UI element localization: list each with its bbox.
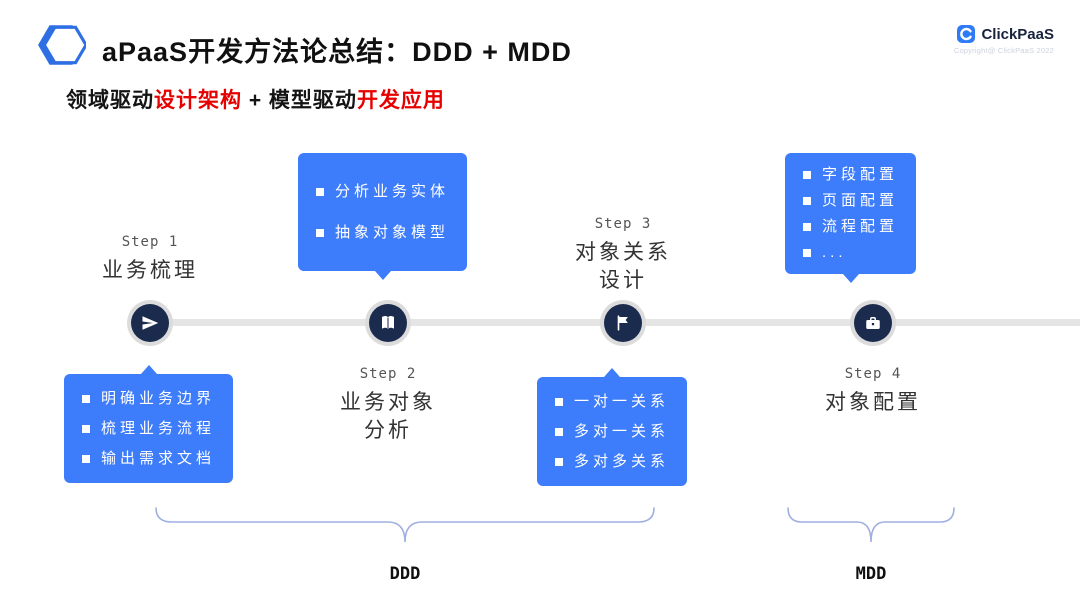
group-label-ddd: DDD bbox=[389, 564, 421, 584]
callout-item-text: 一对一关系 bbox=[574, 393, 670, 410]
subtitle-segment: 领域驱动 bbox=[66, 89, 154, 112]
callout-item-text: ... bbox=[822, 244, 847, 261]
bullet-square-icon bbox=[803, 222, 811, 231]
step1-eyebrow: Step 1 bbox=[121, 234, 179, 250]
subtitle-segment-red: 设计架构 bbox=[154, 89, 242, 112]
bullet-square-icon bbox=[803, 248, 811, 257]
list-item: 页面配置 bbox=[803, 192, 898, 209]
callout-item-text: 流程配置 bbox=[822, 218, 899, 235]
briefcase-icon bbox=[866, 317, 880, 329]
step1-label: Step 1 业务梳理 bbox=[65, 234, 235, 285]
callout-step2: 分析业务实体 抽象对象模型 bbox=[298, 153, 468, 280]
book-icon bbox=[382, 316, 394, 329]
list-item: 输出需求文档 bbox=[82, 450, 215, 467]
callout-item-text: 明确业务边界 bbox=[101, 390, 216, 407]
flag-icon bbox=[617, 315, 628, 331]
callout-item-text: 梳理业务流程 bbox=[101, 420, 216, 437]
list-item: 抽象对象模型 bbox=[316, 224, 449, 241]
step3-name-line1: 对象关系 bbox=[575, 241, 671, 264]
callout-item-text: 抽象对象模型 bbox=[335, 224, 450, 241]
bullet-square-icon bbox=[555, 397, 563, 406]
slide-subtitle: 领域驱动设计架构 + 模型驱动开发应用 bbox=[66, 84, 445, 114]
brand-logo: ClickPaaS Copyright@ ClickPaaS 2022 bbox=[954, 24, 1054, 55]
step4-eyebrow: Step 4 bbox=[844, 366, 902, 382]
callout-item-text: 分析业务实体 bbox=[335, 183, 450, 200]
callout-item-text: 输出需求文档 bbox=[101, 450, 216, 467]
bullet-square-icon bbox=[316, 187, 324, 196]
ddd-group-brace bbox=[155, 507, 655, 543]
step2-name-line1: 业务对象 bbox=[340, 391, 436, 414]
hexagon-logo-icon bbox=[38, 25, 86, 65]
bullet-square-icon bbox=[555, 457, 563, 466]
step4-name: 对象配置 bbox=[825, 391, 921, 414]
step2-eyebrow: Step 2 bbox=[359, 366, 417, 382]
timeline-node-step1 bbox=[127, 300, 173, 346]
bullet-square-icon bbox=[555, 427, 563, 436]
bullet-square-icon bbox=[803, 170, 811, 179]
bullet-square-icon bbox=[82, 394, 90, 403]
subtitle-segment-red: 开发应用 bbox=[356, 89, 445, 112]
callout-item-text: 字段配置 bbox=[822, 166, 899, 183]
list-item: 多对多关系 bbox=[555, 453, 669, 470]
step2-name-line2: 分析 bbox=[364, 419, 412, 442]
callout-step4: 字段配置 页面配置 流程配置 ... bbox=[785, 153, 917, 283]
brand-name: ClickPaaS bbox=[981, 25, 1054, 43]
mdd-group-brace bbox=[787, 507, 955, 543]
bullet-square-icon bbox=[316, 228, 324, 237]
list-item: 字段配置 bbox=[803, 166, 898, 183]
list-item: 明确业务边界 bbox=[82, 390, 215, 407]
step1-name: 业务梳理 bbox=[102, 259, 198, 282]
bullet-square-icon bbox=[82, 424, 90, 433]
list-item: 一对一关系 bbox=[555, 393, 669, 410]
callout-item-text: 多对多关系 bbox=[574, 453, 670, 470]
step3-label: Step 3 对象关系 设计 bbox=[538, 216, 708, 295]
step2-label: Step 2 业务对象 分析 bbox=[303, 366, 473, 445]
list-item: 流程配置 bbox=[803, 218, 898, 235]
callout-step3: 一对一关系 多对一关系 多对多关系 bbox=[537, 368, 688, 486]
timeline-node-step3 bbox=[600, 300, 646, 346]
list-item: 分析业务实体 bbox=[316, 183, 449, 200]
clickpaas-logo-icon bbox=[957, 25, 976, 43]
copyright-text: Copyright@ ClickPaaS 2022 bbox=[953, 46, 1054, 55]
step3-eyebrow: Step 3 bbox=[594, 216, 652, 232]
step3-name-line2: 设计 bbox=[599, 269, 647, 292]
bullet-square-icon bbox=[82, 454, 90, 463]
paper-plane-icon bbox=[142, 316, 159, 330]
bullet-square-icon bbox=[803, 196, 811, 205]
list-item: 多对一关系 bbox=[555, 423, 669, 440]
callout-step1: 明确业务边界 梳理业务流程 输出需求文档 bbox=[64, 365, 234, 483]
callout-item-text: 页面配置 bbox=[822, 192, 899, 209]
timeline-node-step2 bbox=[365, 300, 411, 346]
list-item: 梳理业务流程 bbox=[82, 420, 215, 437]
group-label-mdd: MDD bbox=[855, 564, 887, 584]
list-item: ... bbox=[803, 244, 898, 261]
callout-item-text: 多对一关系 bbox=[574, 423, 670, 440]
timeline-node-step4 bbox=[850, 300, 896, 346]
subtitle-segment: + 模型驱动 bbox=[242, 89, 357, 112]
step4-label: Step 4 对象配置 bbox=[788, 366, 958, 417]
page-title: aPaaS开发方法论总结：DDD + MDD bbox=[102, 37, 572, 67]
